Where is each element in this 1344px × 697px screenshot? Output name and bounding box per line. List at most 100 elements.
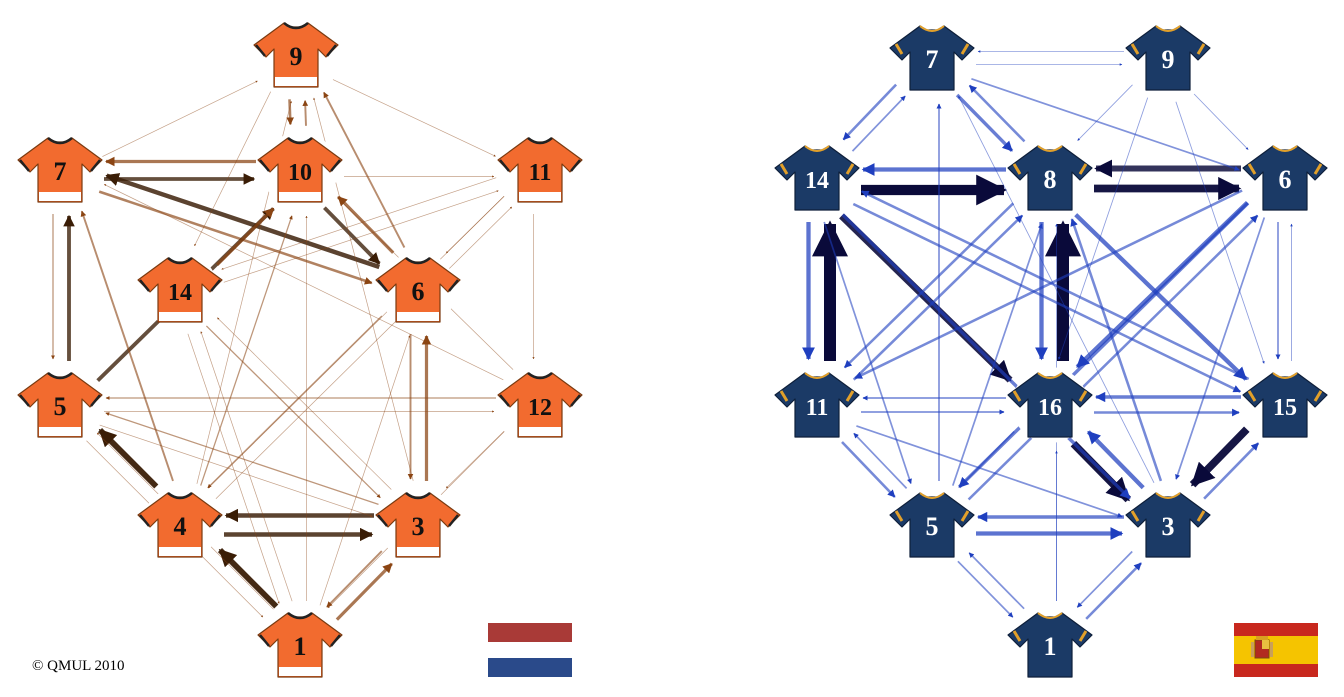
pass-arrow-7-to-9: [102, 80, 258, 157]
netherlands-player-6: 6: [375, 252, 461, 328]
pass-arrow-9-to-10: [286, 99, 295, 126]
spain-player-7: 7: [889, 20, 975, 96]
pass-arrow-5-to-11: [853, 432, 908, 489]
jersey-number: 4: [174, 512, 187, 541]
pass-arrow-4-to-7: [80, 210, 174, 482]
netherlands-player-10: 10: [257, 132, 343, 208]
pass-arrow-9-to-14: [194, 91, 272, 247]
pass-arrow-4-to-10: [200, 215, 293, 486]
pass-arrow-14-to-5: [823, 221, 912, 484]
pass-arrow-6-to-9: [323, 91, 406, 248]
pass-arrow-9-to-11: [332, 79, 496, 157]
pass-arrow-3-to-5: [105, 412, 379, 506]
netherlands-player-3: 3: [375, 487, 461, 563]
pass-arrow-1-to-3: [335, 562, 393, 621]
pass-arrow-16-to-5: [958, 430, 1015, 488]
pass-arrow-10-to-6: [323, 206, 381, 265]
netherlands-player-5: 5: [17, 367, 103, 443]
pass-arrow-5-to-1: [957, 560, 1014, 618]
pass-arrow-14-to-15: [852, 202, 1241, 393]
pass-arrow-7-to-14: [842, 83, 898, 141]
netherlands-flag: [488, 623, 572, 677]
netherlands-player-11: 11: [497, 132, 583, 208]
pass-arrow-8-to-11: [843, 202, 1015, 369]
pass-arrow-9-to-16: [1058, 97, 1149, 360]
pass-arrow-1-to-4: [217, 548, 279, 609]
netherlands-player-7: 7: [17, 132, 103, 208]
pass-arrow-6-to-4: [207, 315, 383, 489]
spain-pass-network: [802, 50, 1293, 620]
jersey-number: 12: [528, 395, 552, 421]
copyright-notice: © QMUL 2010: [32, 658, 125, 674]
spain-player-1: 1: [1007, 607, 1093, 683]
spain-player-5: 5: [889, 487, 975, 563]
pass-arrow-3-to-14: [217, 317, 392, 490]
pass-arrow-7-to-8: [955, 93, 1014, 153]
jersey-number: 3: [1162, 512, 1175, 541]
pass-arrow-11-to-3: [856, 425, 1123, 518]
pass-arrow-12-to-7: [104, 184, 504, 381]
pass-arrow-3-to-8: [1070, 218, 1163, 482]
spain-player-3: 3: [1125, 487, 1211, 563]
pass-arrow-15-to-14: [861, 190, 1250, 381]
netherlands-player-12: 12: [497, 367, 583, 443]
pass-arrow-5-to-3: [99, 424, 373, 517]
jersey-number: 5: [54, 392, 67, 421]
pass-arrow-9-to-8: [1077, 84, 1133, 141]
pass-arrow-11-to-5: [841, 441, 896, 498]
pass-arrow-6-to-3: [1175, 217, 1266, 480]
pass-arrow-3-to-1: [1076, 550, 1133, 608]
pass-arrow-1-to-5: [968, 552, 1025, 610]
pass-arrow-14-to-3: [841, 213, 1131, 500]
pass-arrow-11-to-4: [207, 196, 505, 489]
pass-arrow-14-to-11: [223, 190, 499, 283]
pass-arrow-4-to-11: [215, 206, 513, 499]
spain-player-6: 6: [1242, 140, 1328, 216]
pass-arrow-11-to-14: [221, 177, 497, 270]
jersey-number: 14: [805, 168, 829, 194]
pass-arrow-7-to-6: [98, 190, 373, 285]
pass-arrow-1-to-6: [319, 335, 411, 606]
spain-flag: [1234, 623, 1318, 677]
netherlands-pass-network: [51, 79, 535, 621]
jersey-number: 7: [54, 157, 67, 186]
jersey-number: 6: [1279, 165, 1292, 194]
pass-arrow-3-to-15: [1203, 442, 1260, 500]
pass-arrow-6-to-7: [105, 173, 381, 270]
pass-arrow-3-to-1: [326, 550, 383, 608]
jersey-number: 11: [806, 395, 829, 421]
netherlands-players: 9 7 10 11 14 6 5 12 4 3 1: [17, 17, 583, 683]
netherlands-player-14: 14: [137, 252, 223, 328]
jersey-number: 7: [926, 45, 939, 74]
pass-arrow-10-to-9: [302, 100, 309, 126]
pass-arrow-1-to-3: [1085, 562, 1143, 620]
pass-arrow-5-to-8: [951, 223, 1043, 486]
pass-arrow-7-to-6: [971, 77, 1240, 171]
pass-arrow-9-to-15: [1175, 101, 1265, 364]
jersey-number: 3: [412, 512, 425, 541]
spain-players: 7 9 14 8 6 11 16 15 5 3 1: [774, 20, 1328, 683]
jersey-number: 9: [290, 42, 303, 71]
spain-player-14: 14: [774, 140, 860, 216]
jersey-number: 6: [412, 277, 425, 306]
spain-player-9: 9: [1125, 20, 1211, 96]
jersey-number: 14: [168, 280, 192, 306]
jersey-number: 1: [294, 632, 307, 661]
spain-player-16: 16: [1007, 367, 1093, 443]
pass-arrow-12-to-3: [445, 430, 505, 489]
pass-arrow-4-to-5: [97, 428, 159, 489]
pass-arrow-1-to-14: [200, 331, 293, 602]
pass-arrow-3-to-16: [1086, 430, 1145, 490]
spain-player-15: 15: [1242, 367, 1328, 443]
pass-arrow-14-to-1: [187, 333, 280, 604]
spain-player-8: 8: [1007, 140, 1093, 216]
jersey-number: 16: [1038, 395, 1062, 421]
pass-arrow-11-to-8: [852, 214, 1024, 381]
jersey-number: 10: [288, 160, 312, 186]
jersey-number: 1: [1044, 632, 1057, 661]
netherlands-player-1: 1: [257, 607, 343, 683]
pass-arrow-14-to-7: [851, 95, 906, 152]
jersey-number: 8: [1044, 165, 1057, 194]
jersey-number: 5: [926, 512, 939, 541]
pass-arrow-14-to-10: [215, 207, 275, 267]
